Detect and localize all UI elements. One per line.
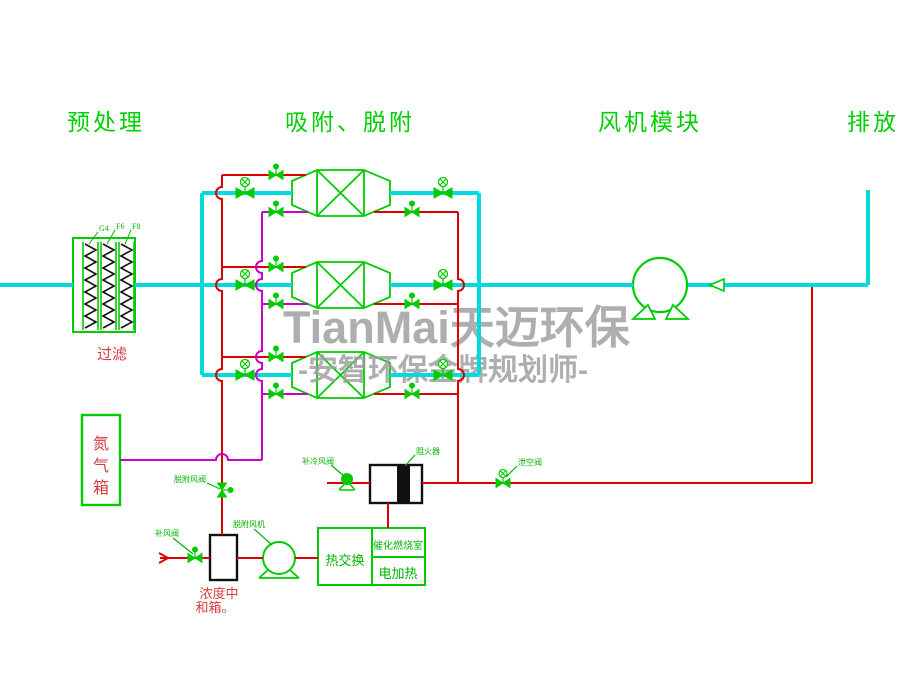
neutralization-tank — [208, 533, 239, 582]
nitrogen-tank — [80, 413, 122, 507]
desorption-fan-pump — [258, 541, 300, 579]
neutralization-label-1: 浓度中 — [199, 586, 238, 601]
header-fan-module: 风机模块 — [598, 110, 702, 135]
svg-text:气: 气 — [93, 457, 109, 475]
svg-text:氮: 氮 — [93, 435, 109, 453]
catalytic-chamber-label: 催化燃烧室 — [373, 539, 423, 552]
watermark: TianMai天迈环保 -安智环保金牌规划师- — [283, 302, 631, 387]
fan-circle — [631, 256, 689, 314]
header-exhaust: 排放 — [847, 110, 899, 135]
vent-valve-label: 泄空阀 — [518, 457, 542, 467]
filter-unit — [72, 237, 136, 333]
filter-grade-f6: F6 — [116, 222, 124, 231]
flow-arrow — [707, 277, 725, 293]
filter-grade-g4: G4 — [99, 224, 109, 233]
right-red-riser — [457, 212, 465, 483]
filter-grade-leaders — [88, 229, 132, 245]
adsorber2-n2-valve — [268, 291, 284, 310]
cold-air-valve — [338, 473, 356, 491]
makeup-inlet-arrow — [158, 552, 171, 564]
filter-media-zigzag — [83, 243, 134, 329]
catalytic-chamber-box — [371, 527, 426, 586]
header-pretreatment: 预处理 — [67, 110, 145, 135]
filter-cartridge-frames — [82, 242, 135, 330]
nitrogen-riser — [255, 212, 263, 460]
adsorber2-hot-inlet-valve — [268, 254, 284, 273]
desorption-fan-label: 脱附风机 — [233, 519, 265, 529]
makeup-air-valve — [187, 545, 203, 564]
heat-exchanger-box — [317, 527, 373, 586]
adsorber1-n2-valve — [268, 199, 284, 218]
watermark-line1: TianMai天迈环保 — [283, 302, 631, 353]
flame-arrester-box — [368, 463, 424, 505]
desorption-valve-label: 脱附风阀 — [174, 474, 206, 484]
adsorber1-hot-outlet-valve — [404, 199, 420, 218]
desorption-shutoff-valve — [216, 482, 235, 498]
filter-grade-f8: F8 — [132, 222, 140, 231]
fan-stand — [630, 303, 691, 320]
nitrogen-supply-line — [120, 453, 262, 461]
svg-text:箱: 箱 — [93, 479, 109, 497]
magenta-piping — [120, 211, 308, 461]
makeup-valve-label: 补风阀 — [155, 528, 179, 538]
nitrogen-tank-label: 氮 气 箱 — [93, 435, 109, 497]
adsorber-unit-1 — [291, 169, 391, 217]
filter-label: 过滤 — [97, 346, 127, 363]
left-red-riser — [215, 175, 223, 535]
vent-valve — [495, 468, 511, 489]
adsorber1-hot-inlet-valve — [268, 162, 284, 181]
tag-leaders — [172, 454, 518, 555]
adsorber3-hot-inlet-valve — [268, 344, 284, 363]
electric-heater-label: 电加热 — [378, 566, 417, 581]
pump-circle — [262, 541, 296, 575]
heat-exchanger-label: 热交换 — [325, 553, 364, 568]
adsorber3-n2-valve — [268, 381, 284, 400]
cyan-piping — [0, 190, 870, 377]
pump-stand — [258, 569, 300, 579]
main-fan — [630, 256, 691, 320]
neutralization-label-2: 和箱。 — [195, 600, 234, 615]
flame-arrester-element — [397, 465, 410, 503]
cold-air-valve-label: 补冷风阀 — [302, 456, 334, 466]
header-adsorption: 吸附、脱附 — [285, 110, 415, 135]
flame-arrester-label: 阻火器 — [416, 447, 440, 456]
